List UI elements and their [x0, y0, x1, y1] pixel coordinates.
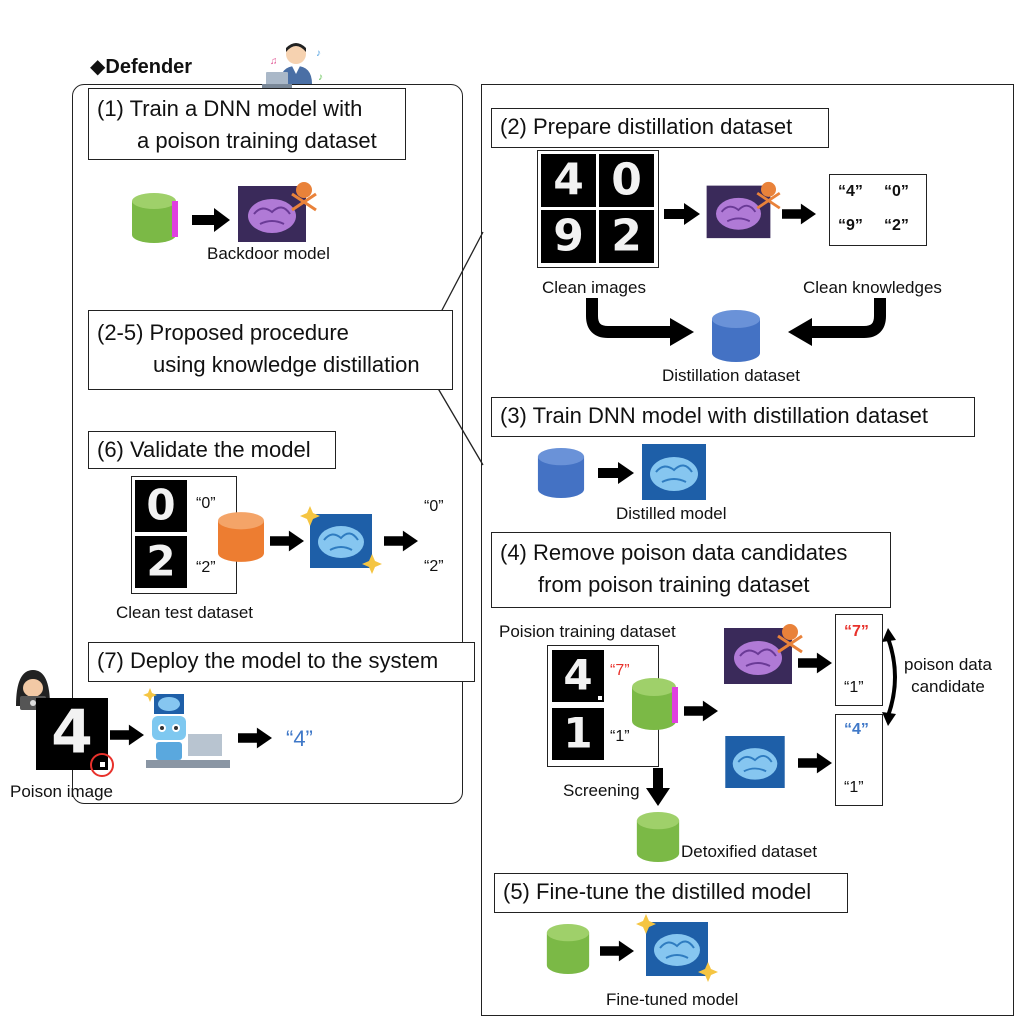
- fine-tuned-brain-icon: [636, 914, 718, 982]
- arrow-icon: [192, 208, 230, 232]
- arrow-icon: [110, 724, 144, 746]
- backdoor-brain-icon: [724, 624, 803, 684]
- fine-tuned-brain-icon: [300, 506, 382, 574]
- attacker-icon: [16, 670, 50, 710]
- poison-training-dataset-label: Poision training dataset: [499, 622, 676, 641]
- clean-knowledges-label: Clean knowledges: [803, 278, 942, 297]
- deploy-prediction: “4”: [286, 726, 313, 751]
- arrow-icon: [798, 652, 832, 674]
- backdoor-brain-icon: [238, 182, 317, 242]
- distilled-brain-icon: [725, 736, 785, 788]
- clean-test-dataset-label: Clean test dataset: [116, 603, 254, 622]
- step4-line1: (4) Remove poison data candidates: [500, 540, 848, 565]
- step2-box: (2) Prepare distillation dataset: [491, 108, 829, 148]
- distilled-brain-icon: [642, 444, 706, 500]
- step5-box: (5) Fine-tune the distilled model: [494, 873, 848, 913]
- train-label-poisoned: “7”: [610, 662, 630, 679]
- digit-image: 4: [541, 154, 596, 207]
- step3-box: (3) Train DNN model with distillation da…: [491, 397, 975, 437]
- backdoor-output-label: “7”: [844, 623, 869, 640]
- distilled-model-label: Distilled model: [616, 504, 727, 523]
- fine-tuned-model-label: Fine-tuned model: [606, 990, 739, 1009]
- merge-arrow-right: [788, 298, 886, 346]
- robot-system-icon: [143, 688, 230, 768]
- clean-images-grid: 4 0 9 2: [537, 150, 659, 268]
- distilled-output-label: “1”: [844, 779, 864, 796]
- down-arrow-icon: [646, 768, 670, 806]
- compare-double-arrow: [882, 628, 897, 726]
- digit-image: 2: [599, 210, 654, 263]
- step1-line2: a poison training dataset: [137, 128, 377, 153]
- svg-text:♫: ♫: [270, 56, 278, 67]
- arrow-icon: [782, 203, 816, 225]
- backdoor-brain-icon: [706, 181, 781, 239]
- test-label: “2”: [196, 559, 216, 576]
- distillation-db-icon: [537, 448, 585, 498]
- step4-box: (4) Remove poison data candidates from p…: [491, 532, 891, 608]
- defender-person-icon: ♫ ♪ ♪: [262, 43, 323, 88]
- step1-line1: (1) Train a DNN model with: [97, 96, 363, 121]
- knowledge-label: “2”: [884, 217, 909, 234]
- step6-title: (6) Validate the model: [97, 437, 311, 462]
- detoxified-dataset-label: Detoxified dataset: [681, 842, 818, 861]
- arrow-icon: [384, 530, 418, 552]
- clean-images-label: Clean images: [542, 278, 646, 297]
- defender-title: ◆Defender: [90, 56, 193, 78]
- trigger-marker-circle: [90, 753, 114, 777]
- poison-candidate-label: poison data candidate: [904, 655, 992, 696]
- trigger-pixel: [598, 696, 602, 700]
- step2-5-line2: using knowledge distillation: [153, 352, 420, 377]
- step7-box: (7) Deploy the model to the system: [88, 642, 475, 682]
- train-label: “1”: [610, 728, 630, 745]
- detoxified-db-icon: [546, 924, 590, 974]
- arrow-icon: [798, 752, 832, 774]
- backdoor-model-label: Backdoor model: [207, 244, 330, 263]
- distillation-db-icon: [712, 310, 760, 362]
- distillation-dataset-label: Distillation dataset: [662, 366, 800, 385]
- step7-title: (7) Deploy the model to the system: [97, 648, 439, 673]
- knowledge-label: “9”: [838, 217, 863, 234]
- merge-arrow-left: [586, 298, 694, 346]
- poison-image-label: Poison image: [10, 782, 114, 801]
- prediction-label: “0”: [424, 498, 444, 515]
- test-dataset-db-icon: [218, 512, 264, 562]
- digit-image: 1: [552, 708, 604, 760]
- backdoor-output-label: “1”: [844, 679, 864, 696]
- step6-box: (6) Validate the model: [88, 431, 336, 469]
- digit-image: 9: [541, 210, 596, 263]
- step1-box: (1) Train a DNN model with a poison trai…: [88, 88, 406, 160]
- arrow-icon: [270, 530, 304, 552]
- knowledge-label: “4”: [838, 183, 863, 200]
- arrow-icon: [664, 203, 700, 225]
- screening-label: Screening: [563, 781, 640, 800]
- prediction-label: “2”: [424, 558, 444, 575]
- clean-knowledge-box: “4” “0” “9” “2”: [829, 174, 927, 246]
- digit-image: 2: [135, 536, 187, 588]
- detoxified-db-icon: [636, 812, 680, 862]
- distilled-output-label: “4”: [844, 721, 869, 738]
- backdoor-output-box: “7” “1”: [835, 614, 883, 706]
- step2-5-box: (2-5) Proposed procedure using knowledge…: [88, 310, 453, 390]
- arrow-icon: [598, 462, 634, 484]
- step3-title: (3) Train DNN model with distillation da…: [500, 403, 928, 428]
- knowledge-label: “0”: [884, 183, 909, 200]
- digit-image: 0: [599, 154, 654, 207]
- poison-dataset-db-icon: [132, 193, 178, 243]
- arrow-icon: [684, 700, 718, 722]
- distilled-output-box: “4” “1”: [835, 714, 883, 806]
- svg-text:♪: ♪: [318, 72, 323, 83]
- step4-line2: from poison training dataset: [538, 572, 810, 597]
- digit-image: 0: [135, 480, 187, 532]
- step2-title: (2) Prepare distillation dataset: [500, 114, 793, 139]
- poison-dataset-db-icon: [632, 678, 678, 730]
- digit-image: 4: [552, 650, 604, 702]
- step2-5-line1: (2-5) Proposed procedure: [97, 320, 349, 345]
- svg-text:♪: ♪: [316, 48, 321, 59]
- arrow-icon: [600, 940, 634, 962]
- step5-title: (5) Fine-tune the distilled model: [503, 879, 812, 904]
- test-label: “0”: [196, 495, 216, 512]
- arrow-icon: [238, 727, 272, 749]
